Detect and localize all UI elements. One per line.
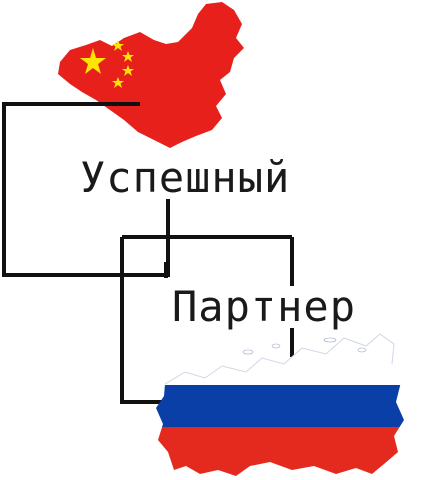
china-flag-map-icon [58,2,244,148]
logo-word-partner: Партнер [172,282,357,331]
arctic-islands [242,337,367,355]
logo-word-successful: Успешный [80,153,291,202]
russia-flag-map-icon [156,334,404,476]
frame-lines [2,102,294,404]
china-big-star [80,48,106,74]
